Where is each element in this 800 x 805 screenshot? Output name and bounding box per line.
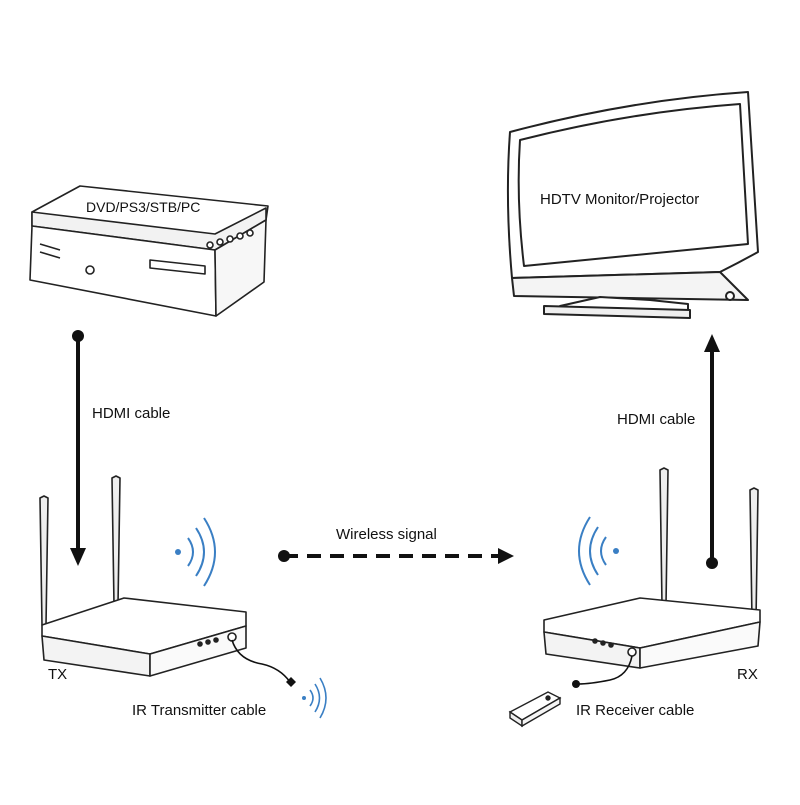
ir-receiver-cable-label: IR Receiver cable (576, 702, 695, 719)
tx-signal-waves-icon (175, 517, 216, 587)
ir-receiver-cable (572, 655, 633, 688)
dvd-player-device (29, 185, 269, 317)
tx-label: TX (48, 666, 68, 683)
wireless-signal-label: Wireless signal (336, 526, 437, 543)
source-device-label: DVD/PS3/STB/PC (86, 199, 201, 215)
rx-label: RX (737, 666, 758, 683)
receiver-unit (543, 467, 761, 669)
transmitter-unit (39, 475, 247, 677)
ir-transmitter-cable-label: IR Transmitter cable (132, 702, 267, 719)
ir-emitter-waves-icon (302, 677, 327, 719)
display-device-label: HDTV Monitor/Projector (540, 191, 700, 208)
hdmi-cable-rx-to-display (704, 334, 720, 569)
hdmi-cable-source-label: HDMI cable (92, 405, 171, 422)
rx-signal-waves-icon (578, 516, 619, 586)
remote-control-icon (508, 691, 562, 728)
wireless-signal-arrow (278, 548, 514, 564)
hdtv-monitor-device (506, 91, 759, 319)
hdmi-cable-display-label: HDMI cable (617, 411, 696, 428)
ir-transmitter-cable (231, 639, 296, 687)
hdmi-cable-source-to-tx (70, 330, 86, 566)
